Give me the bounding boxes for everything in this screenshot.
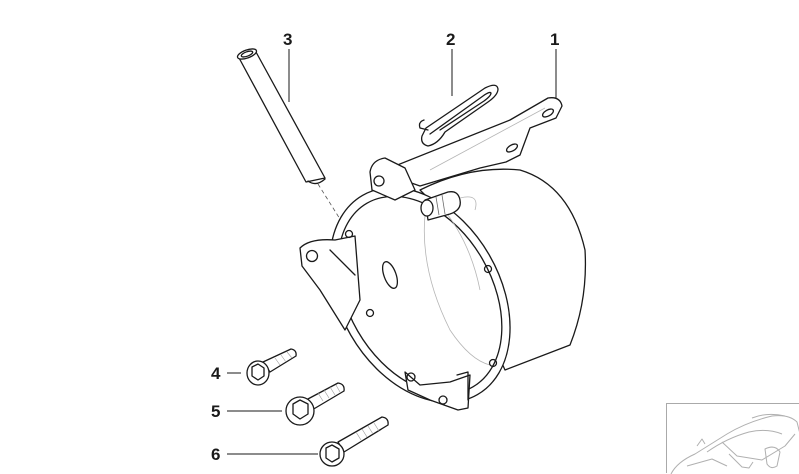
part-6-bolt-long[interactable] [319, 416, 389, 467]
callout-3[interactable]: 3 [283, 30, 293, 49]
callout-5[interactable]: 5 [211, 402, 221, 421]
car-outline-icon [670, 413, 799, 474]
vehicle-locator-thumbnail[interactable] [666, 403, 799, 474]
part-3-tube[interactable] [236, 47, 351, 236]
part-2-gasket[interactable] [418, 84, 499, 147]
callout-2[interactable]: 2 [446, 30, 456, 49]
callout-6[interactable]: 6 [211, 445, 221, 464]
part-1-housing[interactable] [293, 97, 587, 435]
leader-lines [227, 49, 557, 455]
callout-1[interactable]: 1 [550, 30, 560, 49]
part-4-bolt-short[interactable] [246, 348, 297, 386]
part-5-bolt-medium[interactable] [285, 382, 345, 426]
callout-4[interactable]: 4 [211, 364, 221, 383]
